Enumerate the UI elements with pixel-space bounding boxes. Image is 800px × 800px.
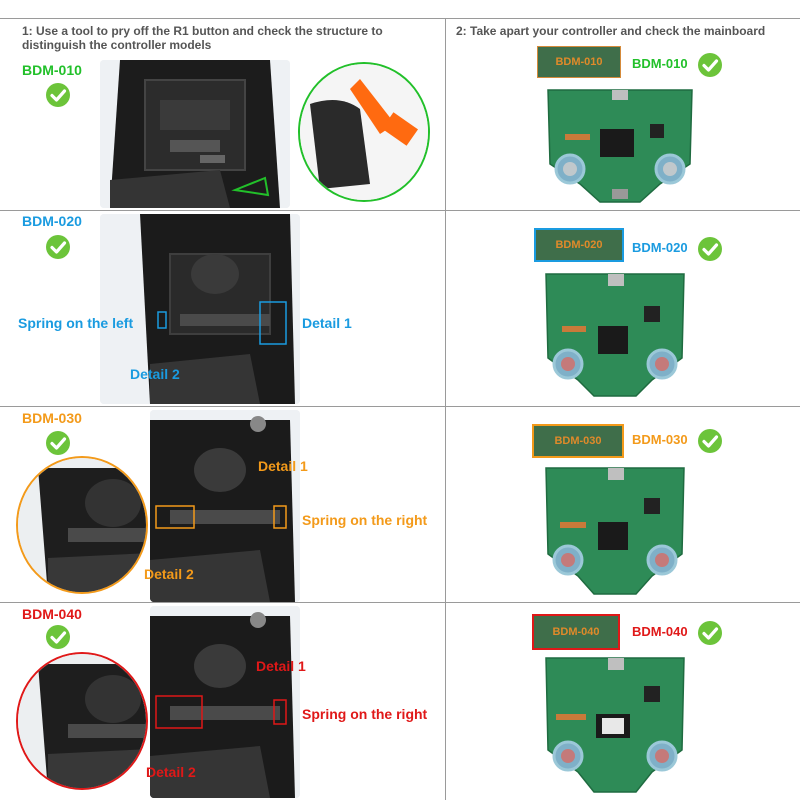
model-label-bdm-030: BDM-030	[22, 410, 82, 426]
check-icon	[45, 234, 71, 260]
mainboard-model-label: BDM-030	[632, 432, 688, 447]
check-icon	[697, 236, 723, 262]
r1-structure-photo	[150, 410, 300, 602]
divider	[0, 602, 800, 603]
check-icon	[45, 624, 71, 650]
r1-structure-photo	[150, 606, 300, 798]
divider	[0, 210, 800, 211]
chip-label-bdm-030: BDM-030	[532, 424, 624, 458]
annotation-detail-1: Detail 1	[256, 658, 306, 674]
column-divider	[445, 18, 446, 800]
check-icon	[45, 430, 71, 456]
r1-closeup-circle	[16, 652, 148, 790]
annotation-detail-2: Detail 2	[130, 366, 180, 382]
step1-header: 1: Use a tool to pry off the R1 button a…	[22, 24, 383, 52]
divider	[0, 18, 800, 19]
check-icon	[697, 428, 723, 454]
mainboard-image	[540, 268, 690, 400]
mainboard-image	[540, 462, 690, 598]
annotation-detail-1: Detail 1	[258, 458, 308, 474]
check-icon	[697, 620, 723, 646]
step2-header: 2: Take apart your controller and check …	[456, 24, 766, 38]
check-icon	[45, 82, 71, 108]
chip-label-bdm-040: BDM-040	[532, 614, 620, 650]
annotation-spring-right: Spring on the right	[302, 706, 428, 722]
annotation-spring-right: Spring on the right	[302, 512, 428, 528]
annotation-detail-2: Detail 2	[144, 566, 194, 582]
annotation-spring-left: Spring on the left	[18, 315, 134, 331]
r1-structure-photo	[100, 60, 290, 208]
annotation-detail-1: Detail 1	[302, 315, 352, 331]
mainboard-model-label: BDM-020	[632, 240, 688, 255]
r1-structure-photo	[100, 214, 300, 404]
mainboard-model-label: BDM-040	[632, 624, 688, 639]
mainboard-image	[540, 84, 700, 206]
model-label-bdm-020: BDM-020	[22, 213, 82, 229]
r1-button-closeup	[298, 62, 430, 202]
mainboard-image	[540, 652, 690, 796]
chip-label-bdm-010: BDM-010	[537, 46, 621, 78]
divider	[0, 406, 800, 407]
model-label-bdm-040: BDM-040	[22, 606, 82, 622]
r1-closeup-circle	[16, 456, 148, 594]
annotation-detail-2: Detail 2	[146, 764, 196, 780]
chip-label-bdm-020: BDM-020	[534, 228, 624, 262]
mainboard-model-label: BDM-010	[632, 56, 688, 71]
model-label-bdm-010: BDM-010	[22, 62, 82, 78]
check-icon	[697, 52, 723, 78]
